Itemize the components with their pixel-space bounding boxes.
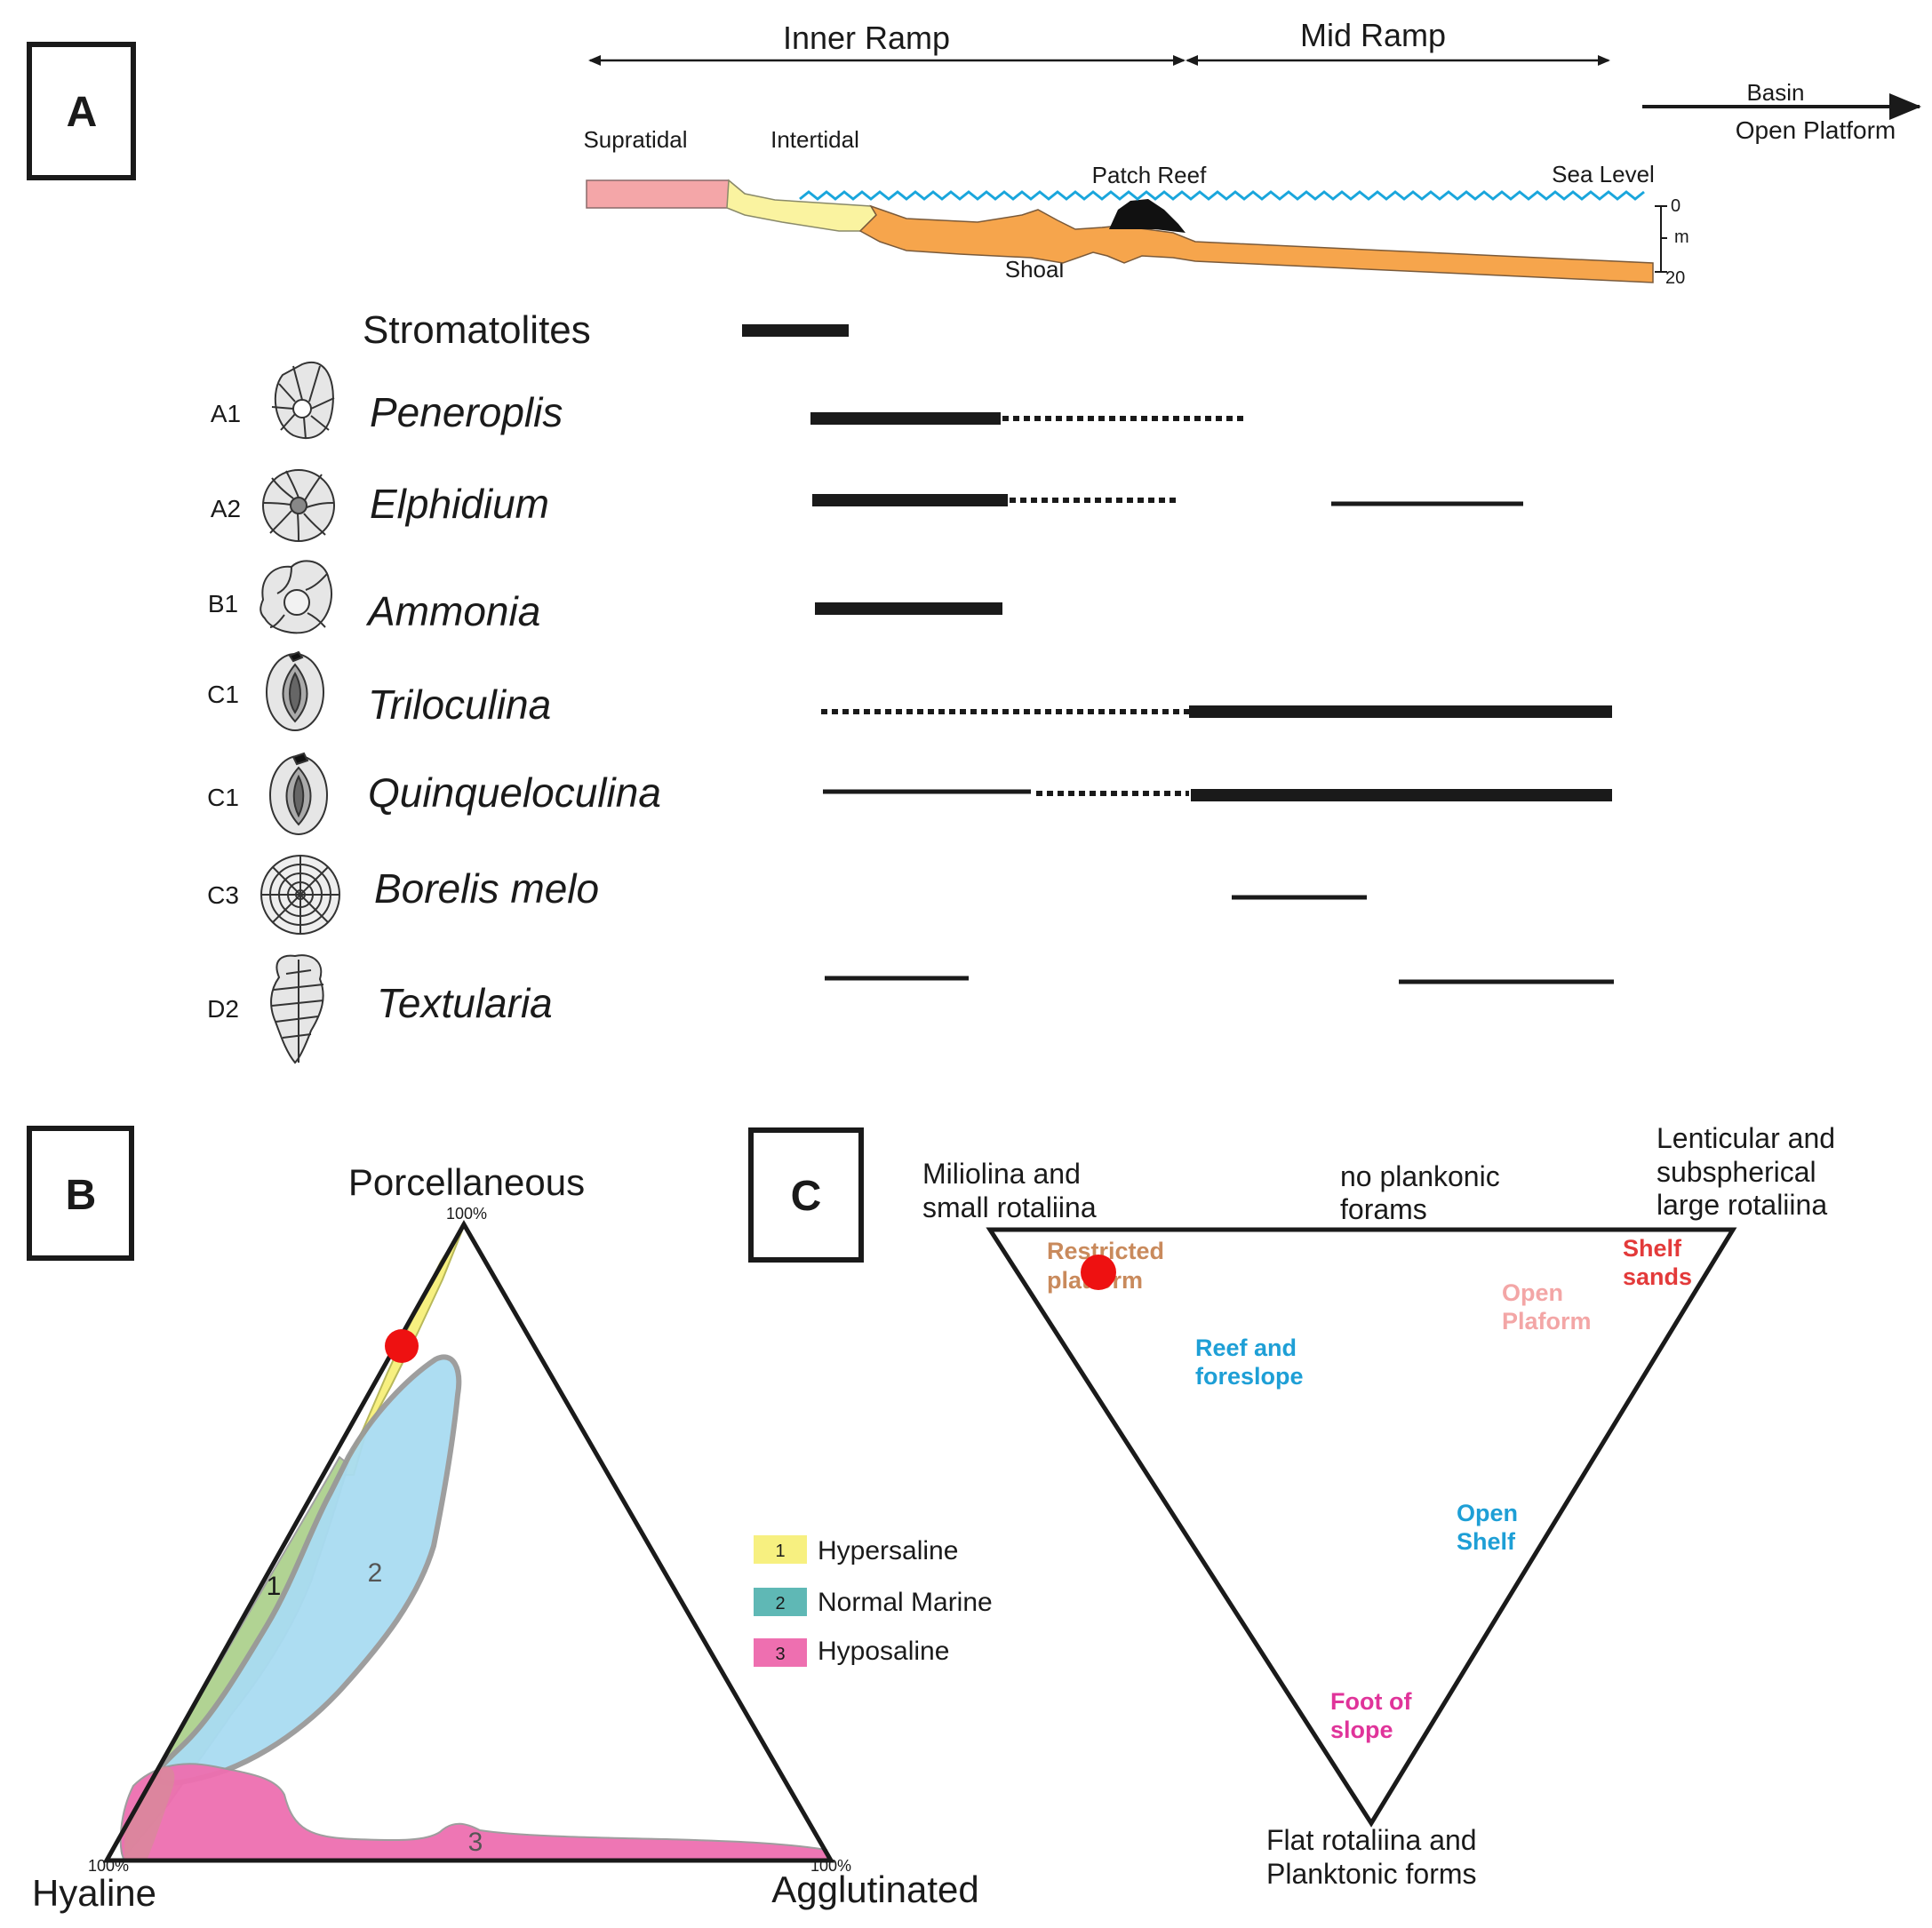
taxon-code-ammonia: B1 — [208, 590, 238, 617]
taxon-code-elphidium: A2 — [211, 495, 241, 522]
field-reef-foreslope-line-2: foreslope — [1195, 1363, 1304, 1390]
region-label-3: 3 — [468, 1828, 483, 1857]
corner-bottom-line-2: Planktonic forms — [1266, 1858, 1477, 1890]
sample-marker-c — [1081, 1255, 1116, 1290]
legend-label-hyposaline: Hyposaline — [818, 1637, 949, 1666]
corner-top-left-line-1: Miliolina and — [922, 1158, 1081, 1190]
corner-top-left-line-2: small rotaliina — [922, 1191, 1097, 1223]
taxon-name-ammonia: Ammonia — [365, 588, 540, 634]
panel-a-letter-box — [27, 42, 136, 180]
stromatolites-label: Stromatolites — [363, 308, 591, 352]
sea-level-line — [799, 190, 1645, 201]
patch-reef-shape — [1109, 199, 1186, 233]
depth-scale-bottom: 20 — [1665, 268, 1685, 288]
region-hyposaline — [119, 1763, 830, 1861]
panel-a: A Inner Ramp Mid Ramp Basin Open Platfor… — [27, 17, 1921, 1064]
field-open-shelf-line-1: Open — [1457, 1500, 1518, 1526]
carbonate-ramp — [858, 204, 1654, 283]
region-overlap — [124, 1766, 175, 1860]
taxon-name-borelis: Borelis melo — [374, 865, 599, 912]
panel-b-letter: B — [66, 1172, 97, 1219]
field-reef-foreslope-line-1: Reef and — [1195, 1334, 1297, 1361]
peneroplis-illustration — [271, 362, 335, 440]
intertidal-zone — [726, 179, 877, 232]
taxon-code-peneroplis: A1 — [211, 400, 241, 427]
corner-top-middle-line-2: forams — [1340, 1193, 1427, 1225]
supratidal-zone — [586, 179, 746, 209]
inner-ramp-label: Inner Ramp — [783, 20, 950, 56]
field-foot-of-slope-line-2: slope — [1330, 1717, 1393, 1743]
sea-level-label: Sea Level — [1552, 161, 1655, 187]
mid-ramp-label: Mid Ramp — [1300, 17, 1446, 53]
legend-swatch-hyposaline — [754, 1638, 807, 1667]
depth-scale-unit: m — [1674, 227, 1689, 247]
field-open-plaform-line-1: Open — [1502, 1279, 1563, 1306]
inverted-triangle — [986, 1227, 1737, 1828]
taxon-code-triloculina: C1 — [207, 681, 239, 708]
taxon-name-peneroplis: Peneroplis — [370, 389, 563, 435]
field-foot-of-slope-line-1: Foot of — [1330, 1688, 1412, 1715]
corner-top-right-line-1: Lenticular and — [1657, 1122, 1835, 1154]
open-platform-label: Open Platform — [1736, 116, 1896, 144]
region-normal-marine — [155, 1354, 462, 1786]
quinqueloculina-illustration — [269, 752, 328, 835]
field-open-plaform-line-2: Plaform — [1502, 1308, 1592, 1334]
ternary-triangle — [102, 1219, 835, 1863]
corner-top-right-line-3: large rotaliina — [1657, 1189, 1827, 1221]
taxon-code-quinqueloculina: C1 — [207, 784, 239, 811]
legend-num-hyposaline: 3 — [775, 1645, 785, 1664]
legend-b: 1 Hypersaline 2 Normal Marine 3 Hyposali… — [754, 1535, 993, 1667]
supratidal-label: Supratidal — [583, 126, 687, 153]
apex-left-label: Hyaline — [32, 1872, 156, 1914]
taxon-name-quinqueloculina: Quinqueloculina — [368, 769, 661, 816]
taxon-code-textularia: D2 — [207, 995, 239, 1023]
borelis-illustration — [260, 855, 340, 935]
ammonia-illustration — [259, 560, 332, 634]
legend-swatch-hypersaline — [754, 1535, 807, 1564]
taxon-name-triloculina: Triloculina — [368, 681, 551, 728]
triloculina-illustration — [266, 650, 324, 731]
legend-num-normal-marine: 2 — [775, 1594, 785, 1613]
apex-top-label: Porcellaneous — [348, 1161, 585, 1203]
legend-label-hypersaline: Hypersaline — [818, 1536, 958, 1566]
depth-scale-top: 0 — [1671, 196, 1681, 216]
region-label-2: 2 — [368, 1558, 383, 1588]
field-shelf-sands-line-2: sands — [1623, 1263, 1692, 1290]
panel-c: C Miliolina and small rotaliina no plank… — [748, 1122, 1835, 1890]
taxon-code-borelis: C3 — [207, 881, 239, 909]
corner-top-right-line-2: subspherical — [1657, 1156, 1816, 1188]
panel-b-letter-box — [27, 1126, 134, 1261]
panel-a-letter: A — [67, 89, 98, 136]
corner-top-middle-line-1: no plankonic — [1340, 1160, 1500, 1192]
patch-reef-label: Patch Reef — [1092, 162, 1207, 188]
taxon-name-textularia: Textularia — [377, 980, 553, 1026]
legend-num-hypersaline: 1 — [775, 1542, 785, 1561]
intertidal-label: Intertidal — [770, 126, 859, 153]
field-shelf-sands-line-1: Shelf — [1623, 1235, 1682, 1262]
elphidium-illustration — [262, 469, 335, 542]
panel-c-letter: C — [791, 1173, 822, 1220]
basin-label: Basin — [1746, 79, 1804, 106]
corner-bottom-line-1: Flat rotaliina and — [1266, 1824, 1477, 1856]
apex-right-label: Agglutinated — [771, 1868, 979, 1910]
taxon-name-elphidium: Elphidium — [370, 481, 549, 527]
panel-b: B Porcellaneous 100% 100% Hyaline 100% A… — [27, 1126, 993, 1914]
sample-marker-b — [385, 1329, 419, 1363]
textularia-illustration — [270, 954, 324, 1064]
legend-label-normal-marine: Normal Marine — [818, 1588, 993, 1617]
legend-swatch-normal-marine — [754, 1588, 807, 1616]
apex-top-pct: 100% — [446, 1205, 487, 1223]
panel-c-letter-box — [748, 1127, 864, 1263]
field-open-shelf-line-2: Shelf — [1457, 1528, 1516, 1555]
region-label-1: 1 — [267, 1572, 282, 1601]
